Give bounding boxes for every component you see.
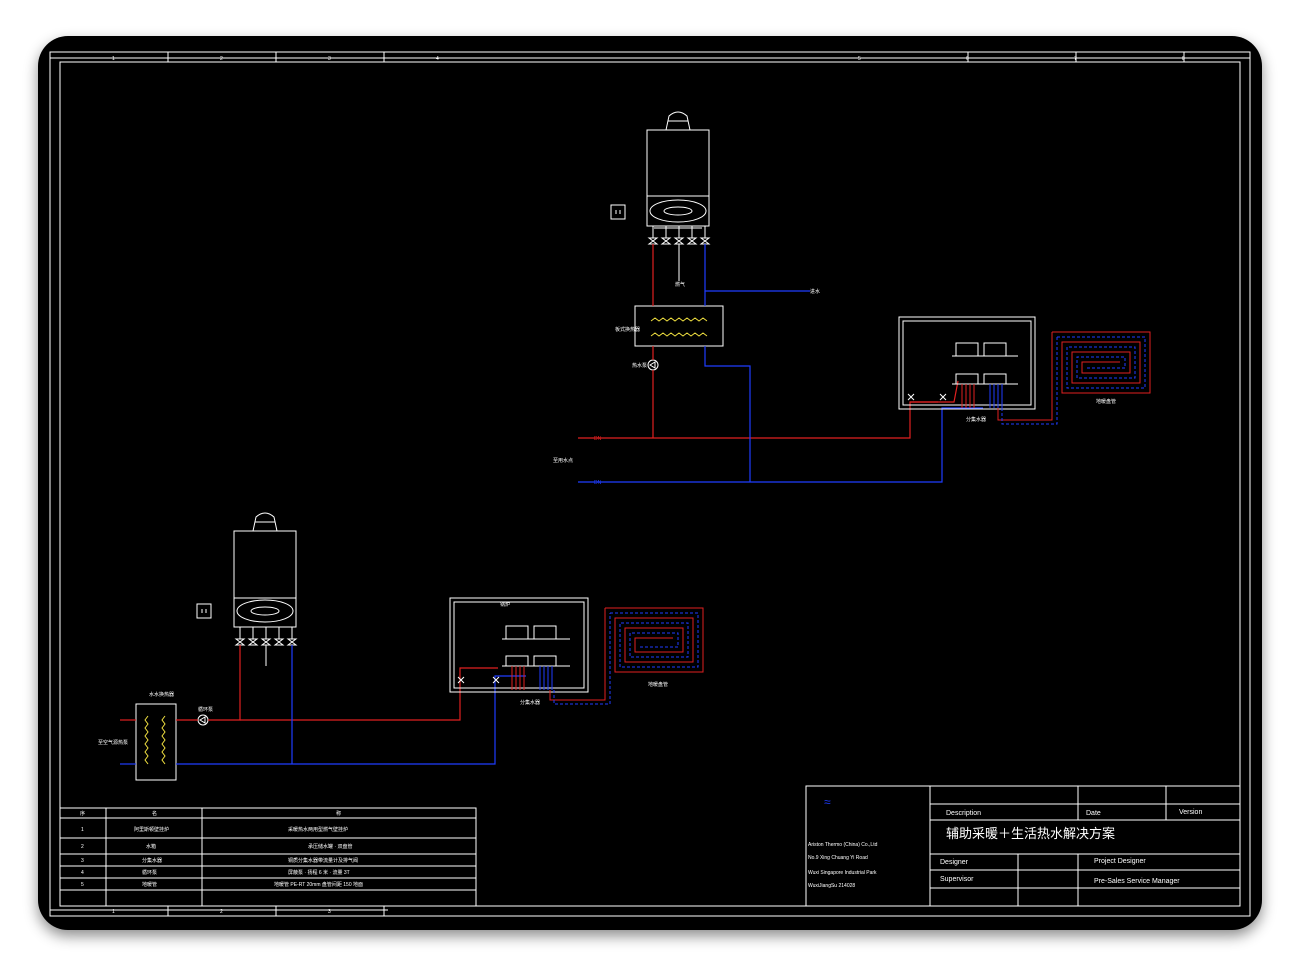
manifold-box-bottom[interactable]: [449, 597, 589, 693]
parts-table: [59, 807, 477, 907]
floor-coil-bottom[interactable]: [549, 607, 704, 705]
svg-text:名: 名: [152, 810, 157, 817]
hx-coil-top: [650, 317, 708, 337]
heat-exchanger-top[interactable]: [634, 305, 724, 347]
manager-label: Pre-Sales Service Manager: [1094, 878, 1180, 885]
electric-socket-icon: [610, 204, 626, 220]
table-cell: 地暖管 PE-RT 20mm 盘管间距 150 地面: [274, 881, 363, 888]
table-cell: 地暖管: [142, 881, 157, 888]
title-block: [805, 785, 1241, 907]
table-cell: 分集水器: [142, 857, 162, 864]
floor-coil-top[interactable]: [997, 331, 1151, 425]
table-cell: 屏蔽泵 · 扬程 6 米 · 流量 3T: [288, 869, 350, 876]
description-label: Description: [946, 810, 981, 817]
hx-label-bottom: 水水换热器: [149, 691, 174, 698]
zone-label: 7: [1074, 56, 1077, 62]
floor-label-bottom: 地暖盘管: [648, 681, 668, 688]
svg-text:称: 称: [336, 810, 341, 817]
table-cell: 3: [81, 858, 84, 864]
company-logo-icon: ≈: [824, 795, 831, 809]
svg-text:Wuxi Singapore Industrial Park: Wuxi Singapore Industrial Park: [808, 870, 877, 876]
zone-label: 2: [220, 909, 223, 915]
zone-label: 5: [858, 56, 861, 62]
manifold-loops-bottom: [511, 666, 553, 690]
zone-label: 3: [328, 909, 331, 915]
manifold-loops-top: [961, 384, 1003, 408]
boiler-top[interactable]: [646, 111, 710, 229]
floor-label-top: 地暖盘管: [1096, 398, 1116, 405]
manifold-box-top[interactable]: [898, 316, 1036, 410]
manifold-title-bottom: 锅炉: [500, 601, 510, 608]
supervisor-label: Supervisor: [940, 876, 974, 883]
zone-labels-top: 1 2 3 4 5 6 7 8: [112, 56, 1185, 62]
table-cell: 5: [81, 882, 84, 888]
svg-text:No.9 Xing Chuang Yi Road: No.9 Xing Chuang Yi Road: [808, 855, 868, 861]
pump-label-bottom: 循环泵: [198, 706, 213, 713]
table-cell: 阿里斯顿壁挂炉: [134, 826, 169, 833]
version-label: Version: [1179, 809, 1202, 816]
project-designer-label: Project Designer: [1094, 858, 1146, 865]
tap-label-top: 进水: [810, 288, 820, 295]
pipe-hot-bottom: [120, 645, 498, 721]
cad-canvas[interactable]: 1 2 3 4 5 6 7 8 1 2 3: [38, 36, 1262, 930]
boiler-bottom-valves: [234, 627, 298, 666]
pump-bottom[interactable]: [197, 714, 209, 726]
drawing-title: 辅助采暖＋生活热水解决方案: [946, 826, 1115, 842]
zone-label: 2: [220, 56, 223, 62]
heat-exchanger-bottom[interactable]: [135, 703, 177, 781]
zone-label: 1: [112, 56, 115, 62]
zone-label: 1: [112, 909, 115, 915]
hx-coil-bottom: [144, 715, 166, 765]
pump-top[interactable]: [647, 359, 659, 371]
zone-label: 4: [436, 56, 439, 62]
source-label-bottom: 至空气源热泵: [98, 739, 128, 746]
parts-table-header: 序 名 称: [80, 810, 341, 817]
supply-label-top: 至用水点: [553, 457, 573, 464]
date-label: Date: [1086, 810, 1101, 817]
sheet-border: [49, 51, 1251, 917]
hx-label-top: 板式换热器: [615, 326, 640, 333]
gas-label: 燃气: [675, 281, 685, 288]
table-cell: 4: [81, 870, 84, 876]
pipe-tag: DN: [594, 436, 602, 442]
cad-drawing-frame: 1 2 3 4 5 6 7 8 1 2 3: [38, 36, 1262, 930]
company-address: Ariston Thermo (China) Co.,Ltd No.9 Xing…: [808, 842, 878, 889]
electric-socket-icon: [196, 603, 212, 619]
table-cell: 铜质分集水器带流量计及排气阀: [288, 857, 358, 864]
manifold-label-top: 分集水器: [966, 416, 986, 423]
pipe-cold-bottom: [120, 645, 526, 765]
table-cell: 2: [81, 844, 84, 850]
boiler-top-valves: [647, 226, 711, 281]
pump-label-top: 热水泵: [632, 362, 647, 369]
zone-label: 8: [1182, 56, 1185, 62]
pipe-tag: DN: [594, 480, 602, 486]
table-cell: 承压储水罐 · 双盘管: [308, 843, 352, 850]
svg-text:序: 序: [80, 810, 85, 817]
zone-labels-bottom: 1 2 3: [112, 909, 331, 915]
designer-label: Designer: [940, 859, 969, 866]
svg-text:Ariston Thermo (China) Co.,Ltd: Ariston Thermo (China) Co.,Ltd: [808, 842, 878, 848]
table-cell: 采暖热水两用型燃气壁挂炉: [288, 826, 348, 833]
table-cell: 1: [81, 827, 84, 833]
pipe-hot-top: [578, 244, 959, 439]
boiler-bottom[interactable]: [233, 512, 297, 628]
table-cell: 循环泵: [142, 869, 157, 876]
svg-text:WuxiJiangSu 214028: WuxiJiangSu 214028: [808, 883, 855, 889]
zone-label: 6: [966, 56, 969, 62]
manifold-label-bottom: 分集水器: [520, 699, 540, 706]
table-cell: 水箱: [146, 843, 156, 850]
zone-label: 3: [328, 56, 331, 62]
parts-table-rows: 1 阿里斯顿壁挂炉 采暖热水两用型燃气壁挂炉 2 水箱 承压储水罐 · 双盘管 …: [81, 826, 363, 888]
